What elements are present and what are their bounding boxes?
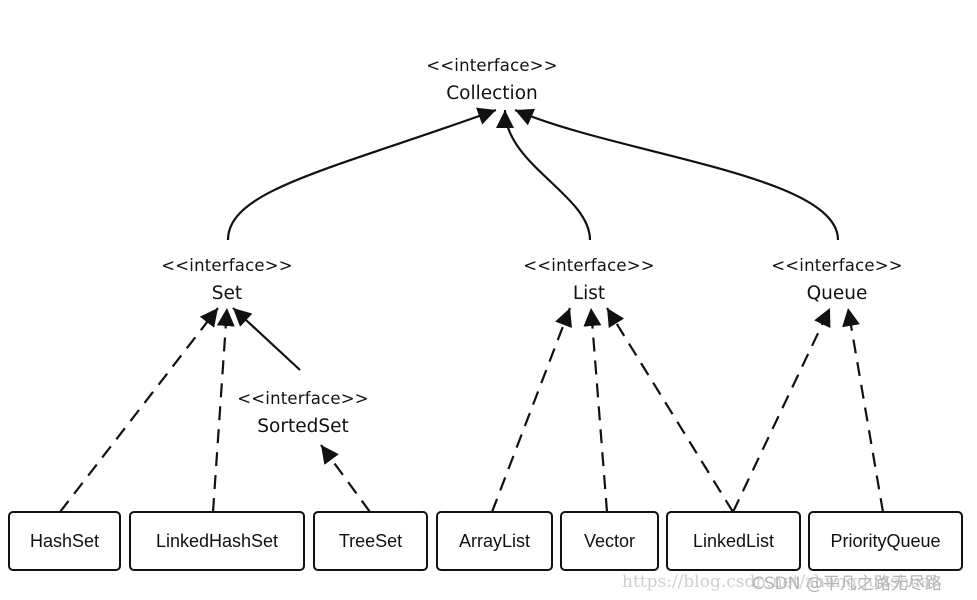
edge-hashset-to-set: [59, 307, 219, 513]
interface-set-stereotype: <<interface>>: [161, 256, 293, 275]
interface-list: <<interface>> List: [523, 255, 655, 305]
edge-linkedlist-to-list: [606, 307, 734, 513]
interface-collection: <<interface>> Collection: [426, 55, 558, 105]
interface-queue-stereotype: <<interface>>: [771, 256, 903, 275]
interface-sortedset-name: SortedSet: [257, 416, 349, 437]
watermark-credit: CSDN @平凡之路无尽路: [752, 574, 942, 594]
edge-queue-to-collection: [514, 108, 840, 241]
class-box-hashset: HashSet: [8, 511, 121, 571]
edge-list-to-collection: [496, 109, 592, 241]
class-box-vector: Vector: [560, 511, 659, 571]
interface-collection-name: Collection: [446, 83, 538, 104]
edge-linkedlist-to-queue: [732, 307, 831, 513]
interface-list-name: List: [572, 283, 606, 304]
edge-priorityqueue-to-queue: [842, 307, 885, 513]
edge-arraylist-to-list: [490, 307, 572, 513]
edge-sortedset-to-set: [232, 307, 301, 371]
interface-sortedset: <<interface>> SortedSet: [237, 388, 369, 438]
edge-treeset-to-sortedset: [320, 444, 371, 513]
interface-queue-name: Queue: [806, 283, 868, 304]
edge-set-to-collection: [226, 107, 497, 241]
class-box-linkedhashset: LinkedHashSet: [129, 511, 305, 571]
class-box-priorityqueue: PriorityQueue: [808, 511, 963, 571]
interface-list-stereotype: <<interface>>: [523, 256, 655, 275]
interface-set-name: Set: [211, 283, 243, 304]
class-box-linkedlist: LinkedList: [666, 511, 801, 571]
watermark-url: https://blog.csdn.net/zhangqunshuai: [622, 572, 937, 592]
interface-sortedset-stereotype: <<interface>>: [237, 389, 369, 408]
class-box-arraylist: ArrayList: [436, 511, 553, 571]
interface-set: <<interface>> Set: [161, 255, 293, 305]
edge-linkedhashset-to-set: [211, 307, 235, 513]
class-box-treeset: TreeSet: [313, 511, 428, 571]
interface-collection-stereotype: <<interface>>: [426, 56, 558, 75]
interface-queue: <<interface>> Queue: [771, 255, 903, 305]
edge-vector-to-list: [583, 307, 609, 513]
